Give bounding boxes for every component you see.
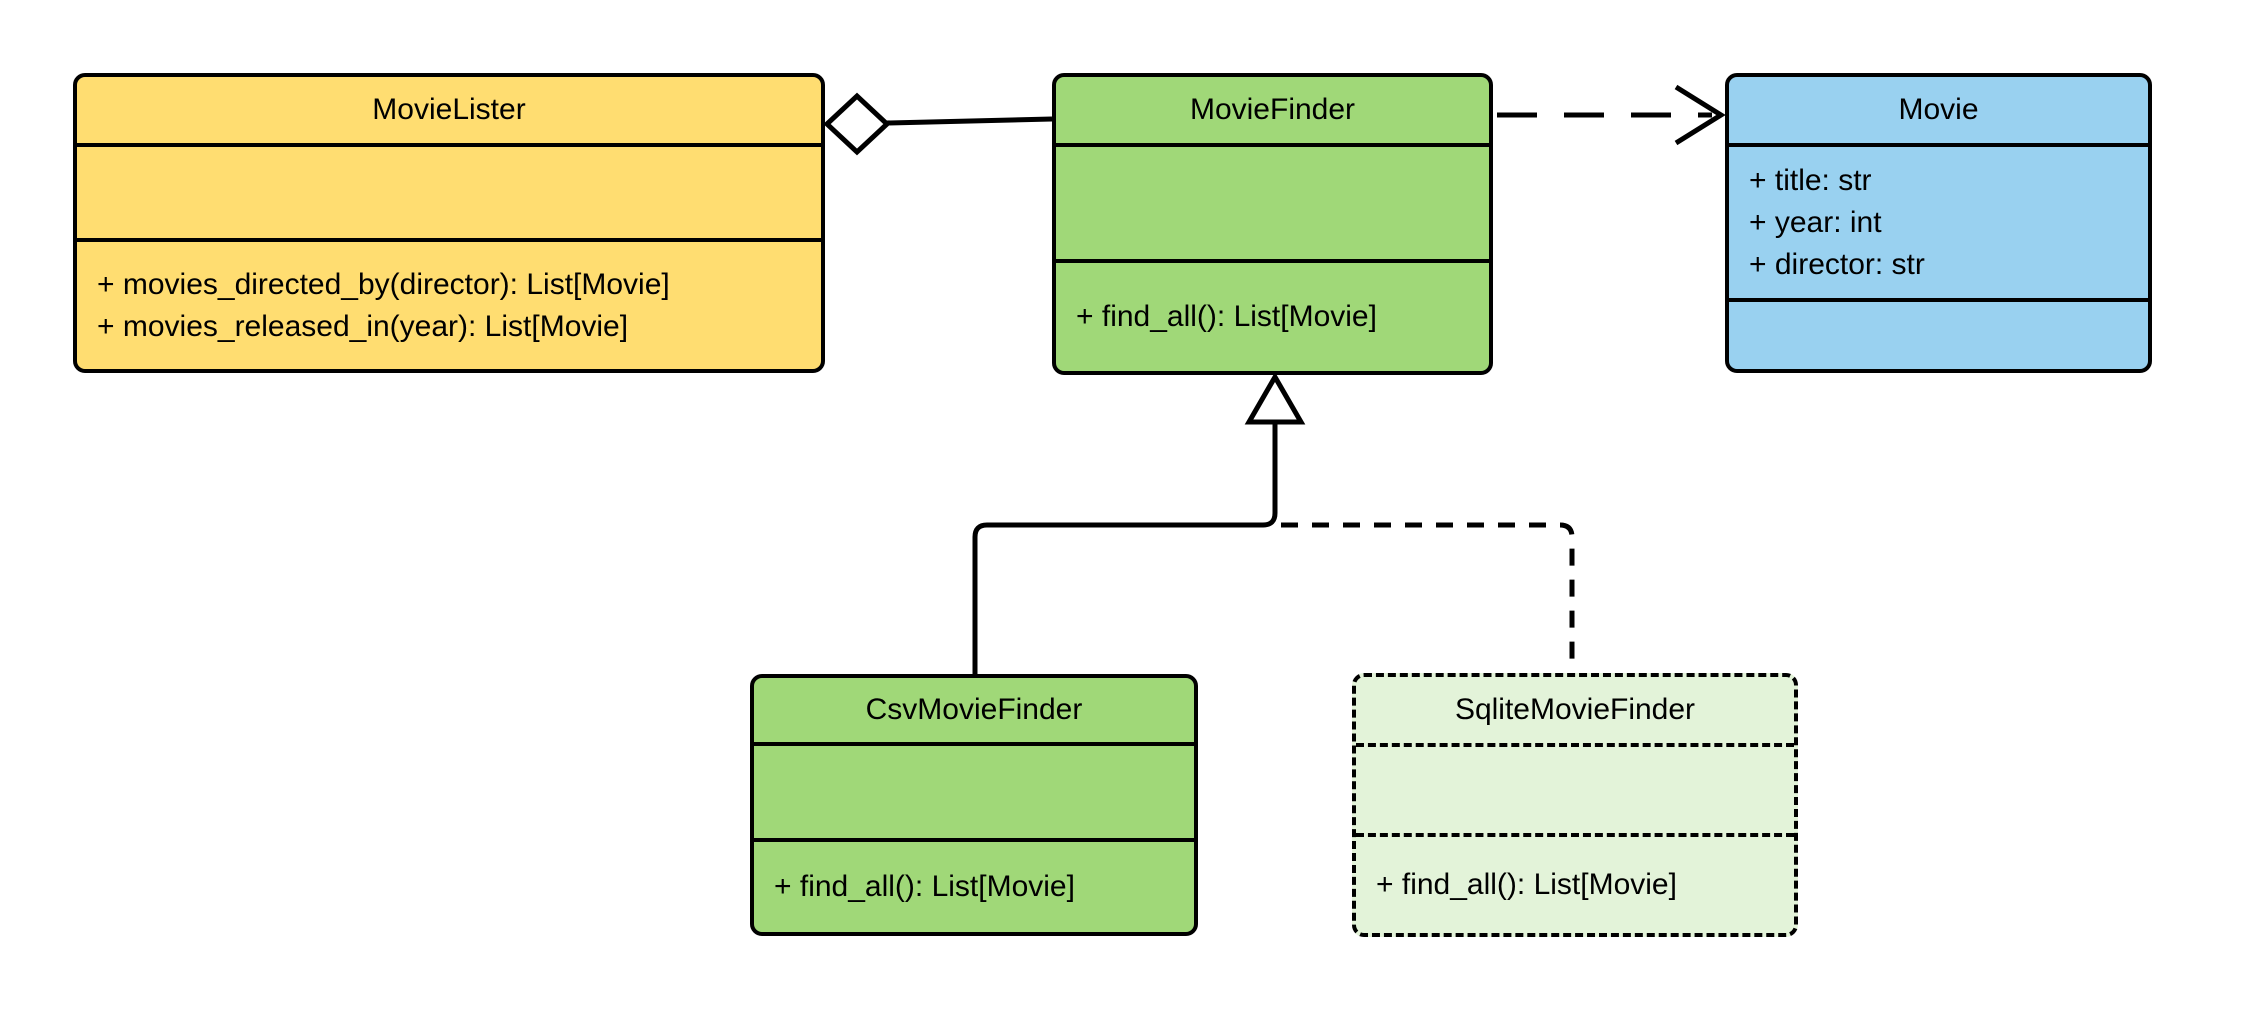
method-item: + find_all(): List[Movie] xyxy=(1076,300,1377,333)
class-methods-empty xyxy=(1729,302,2148,369)
inheritance-branch-csv xyxy=(972,422,1278,674)
dependency-connector xyxy=(1497,84,1726,146)
class-attributes: + title: str + year: int + director: str xyxy=(1729,147,2148,302)
inheritance-connector xyxy=(972,372,1575,674)
aggregation-connector xyxy=(823,92,1053,156)
class-name: SqliteMovieFinder xyxy=(1356,677,1794,747)
class-methods: + movies_directed_by(director): List[Mov… xyxy=(77,242,821,369)
class-methods: + find_all(): List[Movie] xyxy=(1056,263,1489,371)
class-methods: + find_all(): List[Movie] xyxy=(754,842,1194,932)
class-methods: + find_all(): List[Movie] xyxy=(1356,837,1794,933)
dependency-arrowhead-icon xyxy=(1674,84,1726,146)
class-name: CsvMovieFinder xyxy=(754,678,1194,746)
attribute-item: + title: str xyxy=(1749,163,1872,197)
inheritance-branch-sqlite xyxy=(1281,522,1575,672)
class-attributes-empty xyxy=(77,147,821,242)
class-box-csvmoviefinder: CsvMovieFinder + find_all(): List[Movie] xyxy=(750,674,1198,936)
class-attributes-empty xyxy=(754,746,1194,842)
class-box-moviefinder: MovieFinder + find_all(): List[Movie] xyxy=(1052,73,1493,375)
aggregation-diamond-icon xyxy=(823,92,891,156)
attribute-item: + director: str xyxy=(1749,247,1925,281)
class-box-sqlitemoviefinder: SqliteMovieFinder + find_all(): List[Mov… xyxy=(1352,673,1798,937)
class-box-movie: Movie + title: str + year: int + directo… xyxy=(1725,73,2152,373)
class-name: MovieLister xyxy=(77,77,821,147)
class-attributes-empty xyxy=(1356,747,1794,837)
class-attributes-empty xyxy=(1056,147,1489,263)
method-item: + movies_directed_by(director): List[Mov… xyxy=(97,267,670,301)
method-item: + find_all(): List[Movie] xyxy=(774,870,1075,903)
inheritance-triangle-icon xyxy=(1244,372,1306,425)
class-name: MovieFinder xyxy=(1056,77,1489,147)
class-name: Movie xyxy=(1729,77,2148,147)
method-item: + movies_released_in(year): List[Movie] xyxy=(97,309,629,343)
class-box-movielister: MovieLister + movies_directed_by(directo… xyxy=(73,73,825,373)
method-item: + find_all(): List[Movie] xyxy=(1376,868,1677,901)
attribute-item: + year: int xyxy=(1749,205,1882,239)
